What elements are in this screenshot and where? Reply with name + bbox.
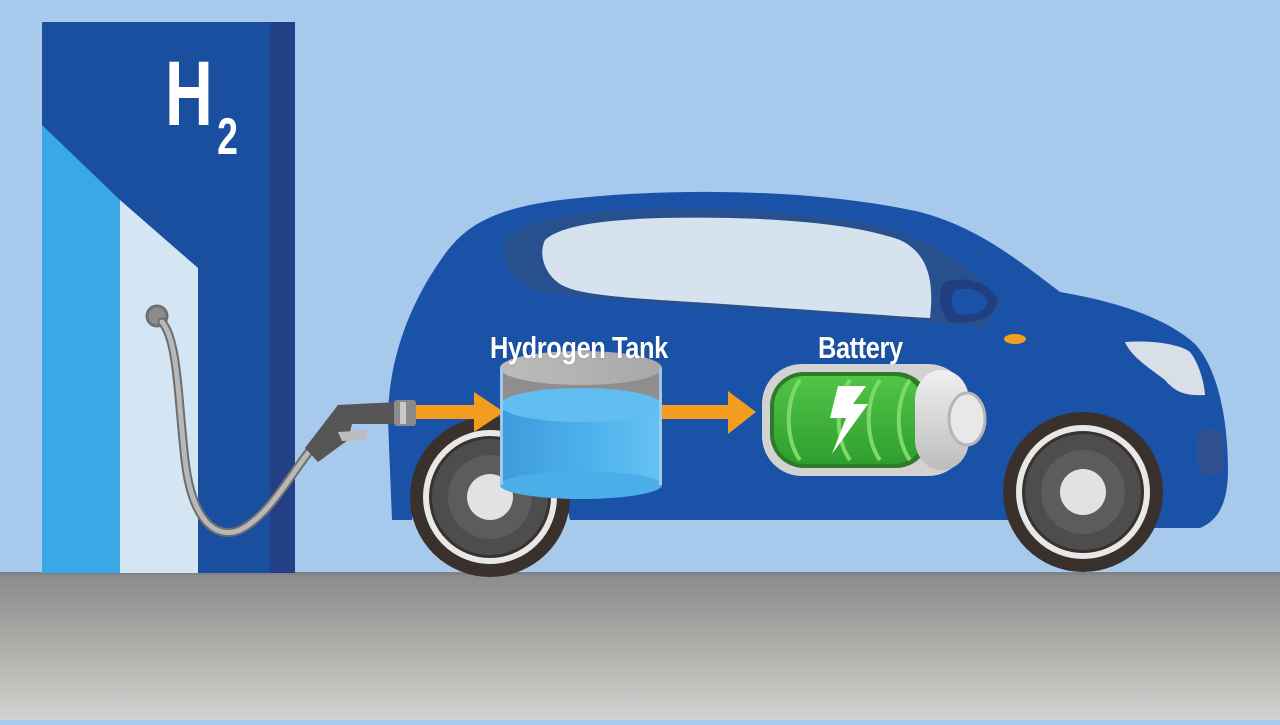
front-wheel: [1003, 412, 1163, 572]
flow-arrow-tank-to-battery: [662, 391, 756, 434]
battery-terminal: [947, 391, 987, 447]
battery: [762, 364, 987, 476]
turn-signal: [1004, 334, 1026, 344]
lightning-icon: [830, 386, 868, 454]
h2-label-sub: 2: [217, 107, 238, 166]
hydrogen-tank: [500, 351, 662, 499]
hydrogen-station: [42, 22, 317, 573]
flow-arrow-station-to-tank: [416, 392, 504, 432]
h2-label-main: H: [165, 43, 213, 145]
battery-label: Battery: [818, 330, 903, 365]
fuel-nozzle: [305, 400, 416, 462]
hydrogen-tank-label: Hydrogen Tank: [490, 330, 668, 365]
headlight: [1125, 341, 1205, 396]
car-window: [542, 217, 932, 318]
h2-label: H2: [165, 48, 238, 163]
ground: [0, 572, 1280, 720]
